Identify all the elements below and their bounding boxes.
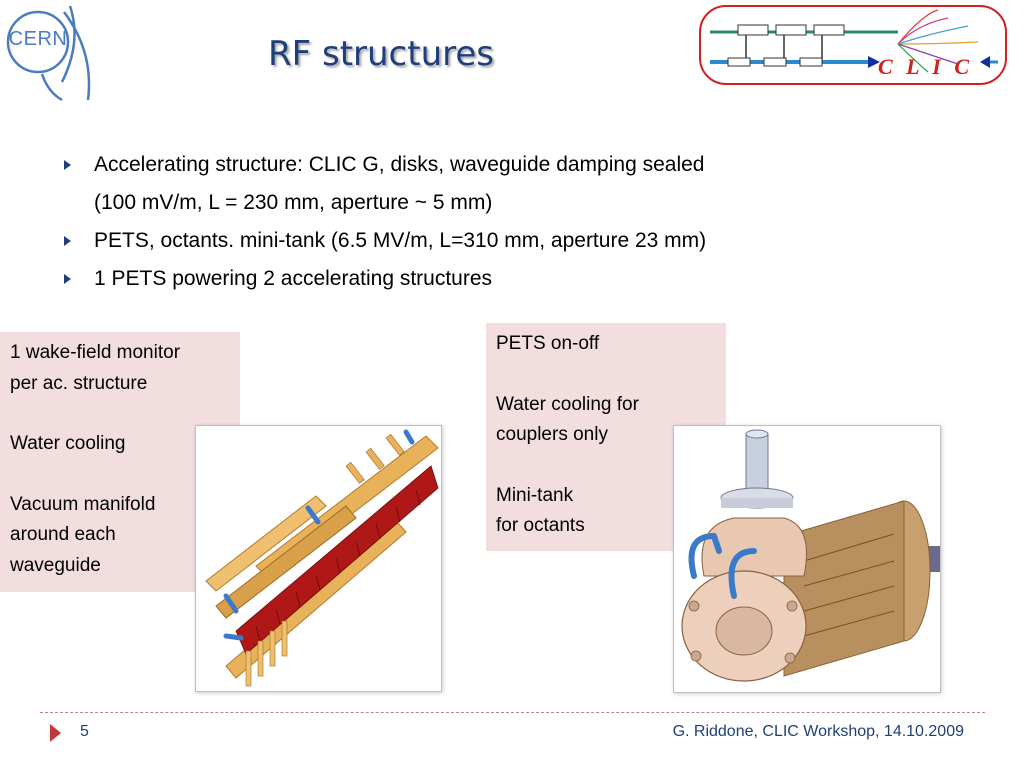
callout-line: PETS on-off	[496, 333, 600, 354]
cern-logo: CERN	[2, 2, 98, 102]
pets-mini-tank-image	[673, 425, 941, 693]
bullet-arrow-icon	[64, 236, 71, 246]
cern-logo-graphic	[6, 5, 91, 102]
bullet-item: Accelerating structure: CLIC G, disks, w…	[62, 146, 962, 222]
footer-text: G. Riddone, CLIC Workshop, 14.10.2009	[672, 723, 964, 740]
callout-line: Water cooling for	[496, 393, 639, 415]
clic-logo-text: C L I C	[878, 54, 974, 79]
bullet-list: Accelerating structure: CLIC G, disks, w…	[62, 146, 962, 298]
callout-line: waveguide	[10, 554, 101, 576]
footer-arrow-icon	[50, 724, 61, 742]
cern-logo-text: CERN	[8, 28, 68, 50]
pets-mini-tank-drawing	[674, 426, 940, 692]
callout-line: per ac. structure	[10, 372, 148, 394]
page-title: RF structures	[268, 34, 494, 74]
bullet-item: PETS, octants. mini-tank (6.5 MV/m, L=31…	[62, 222, 962, 260]
accelerating-structure-drawing	[196, 426, 441, 691]
bullet-text-continuation: (100 mV/m, L = 230 mm, aperture ~ 5 mm)	[94, 191, 493, 214]
callout-line: Water cooling	[10, 433, 126, 454]
callout-line: around each	[10, 524, 116, 545]
bullet-text: PETS, octants. mini-tank (6.5 MV/m, L=31…	[94, 229, 707, 252]
callout-line: Mini-tank	[496, 484, 574, 506]
callout-line: for octants	[496, 515, 585, 536]
bullet-arrow-icon	[64, 160, 71, 170]
bullet-item: 1 PETS powering 2 accelerating structure…	[62, 260, 962, 298]
callout-line: couplers only	[496, 424, 608, 445]
accelerating-structure-image	[195, 425, 442, 692]
page-number: 5	[80, 723, 89, 740]
bullet-text: 1 PETS powering 2 accelerating structure…	[94, 267, 493, 290]
callout-line: Vacuum manifold	[10, 493, 156, 515]
clic-logo-graphic	[699, 5, 1007, 85]
clic-logo	[698, 4, 1008, 86]
callout-line: 1 wake-field monitor	[10, 342, 181, 363]
bullet-text: Accelerating structure: CLIC G, disks, w…	[94, 153, 705, 176]
footer-divider	[40, 712, 985, 713]
bullet-arrow-icon	[64, 274, 71, 284]
